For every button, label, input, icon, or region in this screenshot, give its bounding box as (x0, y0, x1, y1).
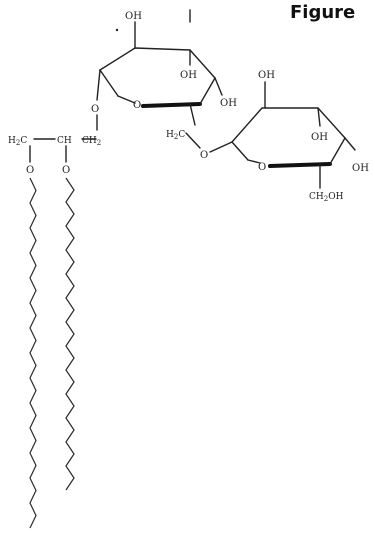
glycerol-ch-label: CH (57, 136, 72, 146)
glycerol-ch2-label: CH2 (82, 136, 101, 147)
ring1-ring-oxygen-label: O (133, 100, 141, 111)
ring1-oh-mid-label: OH (180, 70, 197, 81)
fatty-acid-chain-1 (29, 177, 37, 529)
ester-oxygen-2-label: O (62, 165, 70, 176)
ring2-oh-mid-label: OH (311, 132, 328, 143)
linker-ch2-label: H2C (166, 130, 185, 141)
linker-o-label: O (200, 150, 208, 161)
ring1-oh-right-label: OH (220, 98, 237, 109)
sugar-ring-2 (231, 81, 356, 189)
ring2-ring-oxygen-label: O (258, 162, 266, 173)
glycosidic-linker (185, 132, 233, 153)
glycerol-h2c-label: H2C (8, 136, 27, 147)
fatty-acid-chain-2 (65, 177, 75, 491)
ester-oxygen-1-label: O (26, 165, 34, 176)
ring2-ch2oh-label: CH2OH (309, 192, 344, 203)
glycerol-backbone (29, 114, 98, 163)
ring2-oh-right-label: OH (352, 163, 369, 174)
ring1-o-left-label: O (91, 104, 99, 115)
figure-title: Figure (290, 2, 355, 23)
sugar-ring-1 (96, 9, 223, 126)
ring2-oh-top-label: OH (258, 70, 275, 81)
ring1-oh-top-label: OH (125, 11, 142, 22)
